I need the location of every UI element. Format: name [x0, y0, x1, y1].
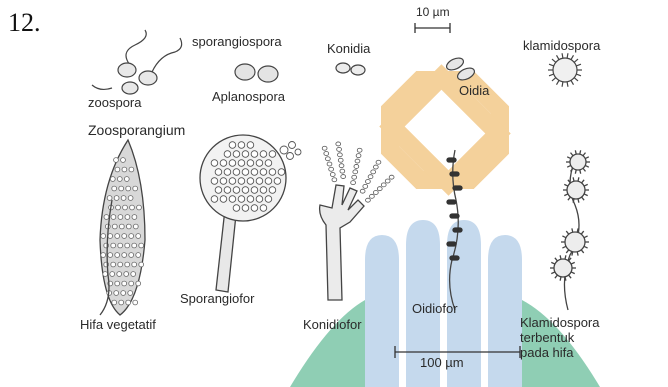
klamidospora-hifa-structure [550, 150, 590, 310]
label-hifa-vegetatif: Hifa vegetatif [80, 318, 156, 333]
label-zoosporangium: Zoosporangium [88, 122, 185, 138]
figure-number: 12. [8, 8, 41, 38]
label-oidia: Oidia [459, 84, 489, 99]
scale-bar-top [415, 23, 450, 33]
label-oidiofor: Oidiofor [412, 302, 458, 317]
label-scale-bottom: 100 µm [420, 356, 464, 371]
label-zoospora: zoospora [88, 96, 141, 111]
klamidospora-cell [548, 53, 582, 86]
label-scale-top: 10 µm [416, 6, 450, 20]
sporangium-structure [200, 135, 301, 292]
label-klamidospora-hifa: Klamidospora terbentuk pada hifa [520, 316, 600, 361]
label-klamidospora: klamidospora [523, 39, 600, 54]
aplanospora-cells [235, 64, 278, 82]
zoosporangium-structure [100, 140, 145, 315]
label-sporangiofor: Sporangiofor [180, 292, 254, 307]
label-sporangiospora: sporangiospora [192, 35, 282, 50]
zoospora-cells [92, 30, 182, 94]
label-aplanospora: Aplanospora [212, 90, 285, 105]
label-konidia: Konidia [327, 42, 370, 57]
konidia-cells [336, 63, 365, 75]
label-konidiofor: Konidiofor [303, 318, 362, 333]
